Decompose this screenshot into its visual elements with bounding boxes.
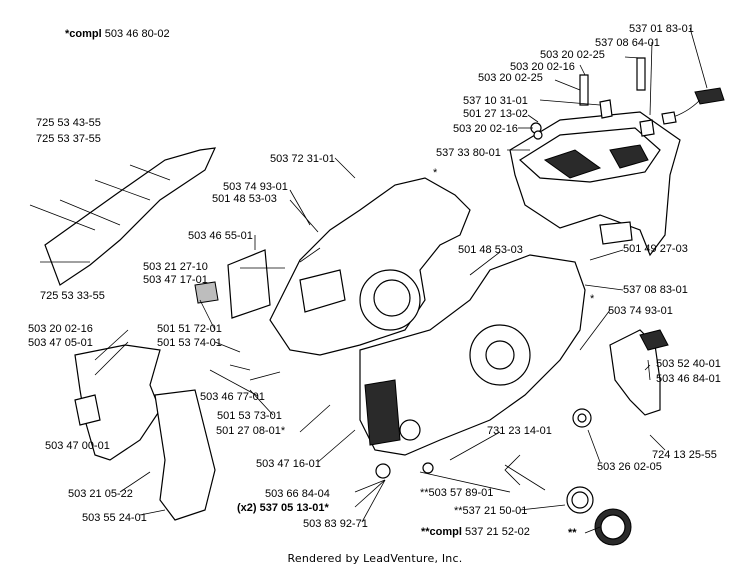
part-label[interactable]: 501 48 53-03	[212, 193, 277, 205]
part-label[interactable]: 501 53 73-01	[217, 410, 282, 422]
bottom-parts	[375, 408, 632, 546]
part-label[interactable]: 503 47 05-01	[28, 337, 93, 349]
assembly-compl-header: *compl 503 46 80-02	[65, 28, 170, 40]
compl-number: 537 21 52-02	[465, 526, 530, 538]
part-label[interactable]: 537 01 83-01	[629, 23, 694, 35]
part-label[interactable]: (x2) 537 05 13-01*	[237, 502, 329, 514]
part-label[interactable]: **compl 537 21 52-02	[421, 526, 530, 538]
footer-credit: Rendered by LeadVenture, Inc.	[287, 552, 463, 565]
part-label[interactable]: 503 72 31-01	[270, 153, 335, 165]
part-label[interactable]: 503 52 40-01	[656, 358, 721, 370]
side-cover-right	[609, 329, 669, 416]
part-label[interactable]: 501 48 53-03	[458, 244, 523, 256]
part-label[interactable]: **	[568, 527, 577, 539]
part-label[interactable]: 725 53 33-55	[40, 290, 105, 302]
part-label[interactable]: 725 53 37-55	[36, 133, 101, 145]
chain-guard-plates	[74, 344, 216, 521]
part-label[interactable]: 503 21 05-22	[68, 488, 133, 500]
star-marker: *	[590, 293, 595, 305]
part-label[interactable]: 503 46 55-01	[188, 230, 253, 242]
part-label[interactable]: 503 83 92-71	[303, 518, 368, 530]
cylinder-cover	[509, 111, 681, 257]
part-label[interactable]: 503 47 00-01	[45, 440, 110, 452]
trigger-part	[661, 87, 725, 125]
part-label[interactable]: 503 46 84-01	[656, 373, 721, 385]
chain-plates	[194, 247, 321, 381]
part-label[interactable]: 537 33 80-01	[436, 147, 501, 159]
compl-prefix: **compl	[421, 526, 462, 538]
part-label[interactable]: 503 20 02-25	[478, 72, 543, 84]
part-label[interactable]: 503 46 77-01	[200, 391, 265, 403]
part-label[interactable]: 537 08 64-01	[595, 37, 660, 49]
part-label[interactable]: 537 10 31-01	[463, 95, 528, 107]
crankcase	[269, 177, 586, 456]
part-label[interactable]: 503 66 84-04	[265, 488, 330, 500]
part-label[interactable]: 503 20 02-16	[28, 323, 93, 335]
clutch-cover-gasket	[29, 147, 216, 286]
part-label[interactable]: 731 23 14-01	[487, 425, 552, 437]
part-label[interactable]: 724 13 25-55	[652, 449, 717, 461]
part-label[interactable]: 501 27 08-01*	[216, 425, 286, 437]
part-label[interactable]: 725 53 43-55	[36, 117, 101, 129]
part-label[interactable]: 501 27 13-02	[463, 108, 528, 120]
part-label[interactable]: 501 53 74-01	[157, 337, 222, 349]
part-label[interactable]: 503 20 02-16	[510, 61, 575, 73]
compl-prefix: *compl	[65, 28, 102, 40]
screws-top	[530, 57, 655, 140]
part-label[interactable]: 503 47 17-01	[143, 274, 208, 286]
part-label[interactable]: 537 08 83-01	[623, 284, 688, 296]
part-label[interactable]: 503 21 27-10	[143, 261, 208, 273]
compl-number: 503 46 80-02	[104, 28, 170, 40]
part-label[interactable]: 503 47 16-01	[256, 458, 321, 470]
leader-lines	[94, 27, 708, 534]
star-marker: *	[433, 167, 438, 179]
part-label[interactable]: **537 21 50-01	[454, 505, 528, 517]
part-label[interactable]: 501 49 27-03	[623, 243, 688, 255]
part-label[interactable]: 503 55 24-01	[82, 512, 147, 524]
part-label[interactable]: **503 57 89-01	[420, 487, 494, 499]
part-label[interactable]: 503 74 93-01	[608, 305, 673, 317]
part-label[interactable]: 501 51 72-01	[157, 323, 222, 335]
part-label[interactable]: 503 20 02-25	[540, 49, 605, 61]
part-label[interactable]: 503 26 02-05	[597, 461, 662, 473]
part-label[interactable]: 503 74 93-01	[223, 181, 288, 193]
part-label[interactable]: 503 20 02-16	[453, 123, 518, 135]
